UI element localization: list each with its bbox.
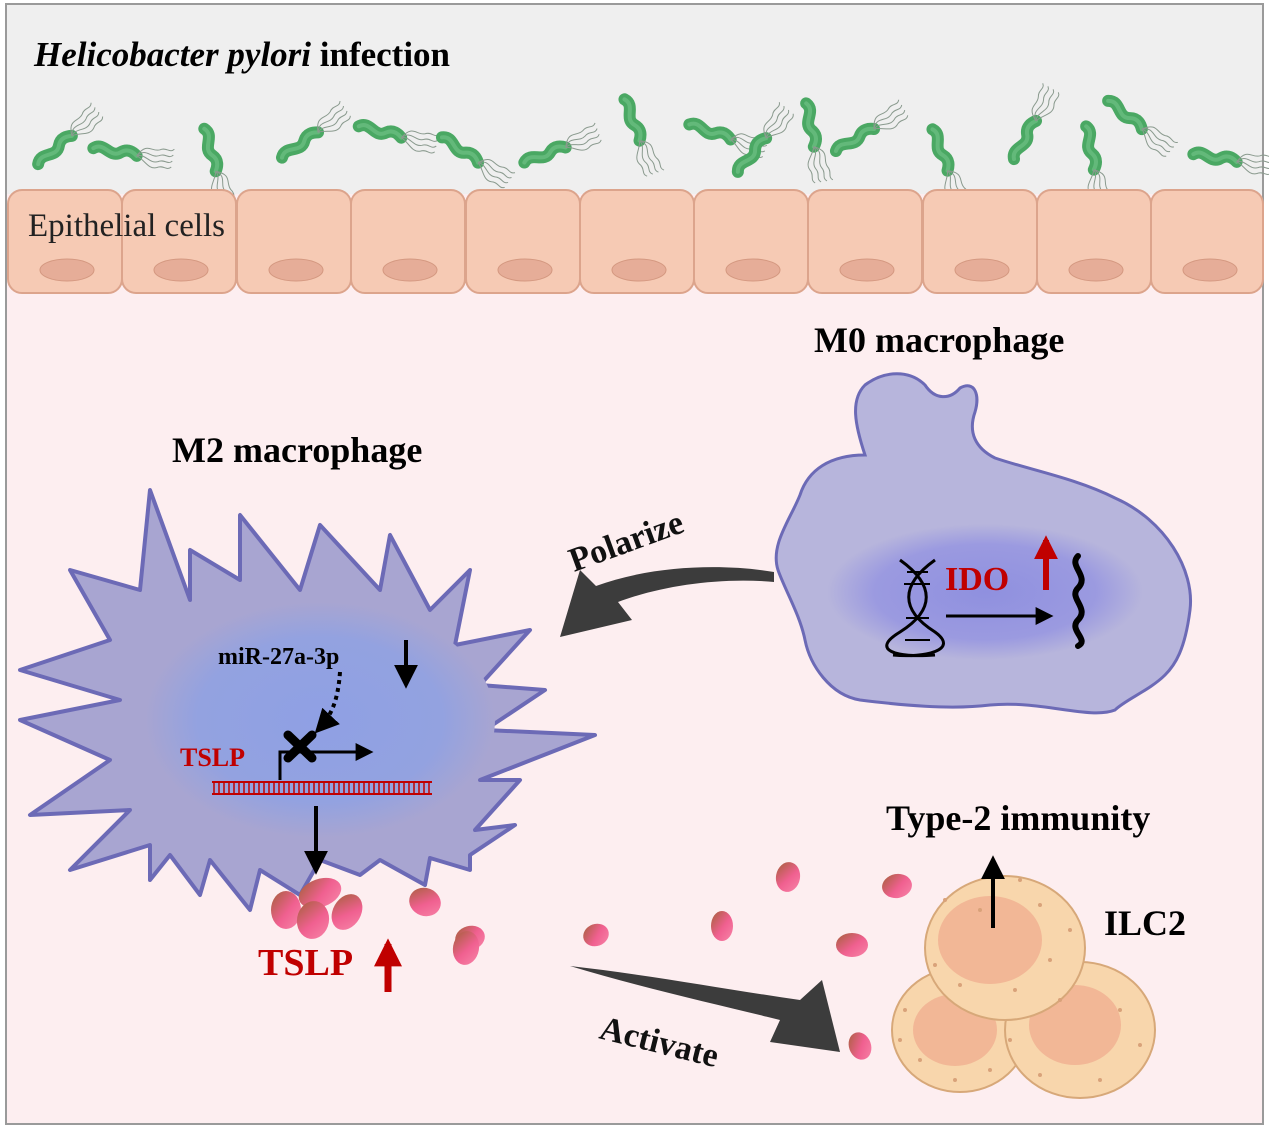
- epithelial-cells-label: Epithelial cells: [28, 208, 225, 244]
- tslp-particle: [271, 891, 301, 929]
- ilc2-granules: [898, 878, 1142, 1082]
- epithelial-nucleus: [1182, 258, 1238, 282]
- helicobacter-bacterium-icon: [352, 119, 440, 154]
- tslp-output-label: TSLP: [258, 942, 353, 984]
- m0-macrophage: IDO: [774, 372, 1193, 715]
- helicobacter-bacteria-group: [32, 83, 1269, 208]
- helicobacter-bacterium-icon: [731, 102, 794, 178]
- block-x-icon: [283, 730, 317, 763]
- epithelial-nucleus: [268, 258, 324, 282]
- m0-macrophage-title: M0 macrophage: [814, 320, 1064, 360]
- helicobacter-bacterium-icon: [275, 100, 351, 164]
- helicobacter-bacterium-icon: [800, 97, 834, 184]
- epithelial-cell: [465, 189, 581, 294]
- epithelial-cell: [807, 189, 923, 294]
- tslp-particle: [409, 887, 441, 917]
- infection-title: Helicobacter pylori infection: [33, 35, 450, 74]
- mirna-label: miR-27a-3p: [218, 644, 339, 670]
- pathogen-name: Helicobacter pylori: [33, 35, 311, 74]
- infection-word: infection: [311, 35, 450, 74]
- tslp-particle: [711, 911, 733, 941]
- epithelial-nucleus: [39, 258, 95, 282]
- helicobacter-bacterium-icon: [1007, 83, 1060, 166]
- ilc2-label: ILC2: [1104, 903, 1186, 943]
- epithelial-nucleus: [611, 258, 667, 282]
- ido-gene-label: IDO: [945, 561, 1009, 598]
- epithelial-cell: [922, 189, 1038, 294]
- tslp-particle: [296, 901, 330, 939]
- helicobacter-bacterium-icon: [87, 140, 175, 169]
- helicobacter-bacterium-icon: [829, 99, 909, 157]
- promoter-arrow: [278, 743, 374, 780]
- helicobacter-bacterium-icon: [1187, 146, 1269, 175]
- epithelial-cell: [350, 189, 466, 294]
- epithelial-nucleus: [839, 258, 895, 282]
- m2-macrophage-title: M2 macrophage: [172, 430, 422, 470]
- polarize-arrow: [560, 567, 774, 637]
- ilc2-cell-top: [924, 875, 1086, 1021]
- epithelial-cell: [579, 189, 695, 294]
- m2-nucleus: [145, 602, 495, 838]
- epithelial-nucleus: [153, 258, 209, 282]
- tslp-particle: [836, 933, 868, 957]
- tslp-particle: [452, 931, 480, 965]
- tslp-particle: [775, 862, 801, 892]
- epithelial-cell: [7, 189, 123, 294]
- epithelial-cell: [1150, 189, 1264, 294]
- tslp-particle-group: [271, 862, 912, 1060]
- tslp-particle: [583, 923, 609, 947]
- mrna-squiggle-icon: [1072, 553, 1085, 649]
- m0-nucleus: [827, 524, 1143, 660]
- helicobacter-bacterium-icon: [1102, 94, 1178, 157]
- epithelial-nucleus: [954, 258, 1010, 282]
- lumen-background: [6, 4, 1263, 194]
- helicobacter-bacterium-icon: [435, 131, 516, 189]
- epithelial-nucleus: [382, 258, 438, 282]
- tslp-particle: [882, 873, 912, 899]
- mirna-inhibition-dotted-arrow: [314, 671, 342, 734]
- tslp-gene-label: TSLP: [180, 743, 245, 772]
- tslp-particle: [848, 1032, 872, 1060]
- epithelial-nucleus: [497, 258, 553, 282]
- tslp-particle: [298, 877, 342, 909]
- epithelial-cell: [693, 189, 809, 294]
- m2-macrophage: miR-27a-3p TSLP TSLP: [18, 488, 597, 992]
- figure-frame: [5, 3, 1264, 1125]
- epithelial-nucleus: [1068, 258, 1124, 282]
- tslp-gene-dna-strand: [212, 781, 432, 795]
- dna-helix-icon: [885, 558, 945, 658]
- ilc2-cell-cluster: [891, 875, 1156, 1099]
- epithelial-cell: [1036, 189, 1152, 294]
- helicobacter-bacterium-icon: [518, 122, 602, 169]
- epithelial-nucleus: [725, 258, 781, 282]
- epithelial-cell: [121, 189, 237, 294]
- helicobacter-bacterium-icon: [32, 102, 104, 171]
- epithelial-cell-layer: [7, 189, 1264, 294]
- helicobacter-bacterium-icon: [618, 93, 665, 177]
- activate-arrow: [570, 966, 840, 1052]
- type2-immunity-label: Type-2 immunity: [886, 798, 1150, 838]
- epithelial-cell: [236, 189, 352, 294]
- tslp-particle: [331, 894, 363, 930]
